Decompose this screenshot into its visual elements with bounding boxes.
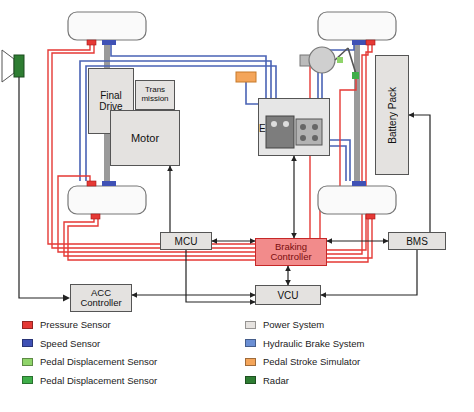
signal-connector [287,266,288,285]
motor-box: Motor [110,110,180,166]
signal-connector [409,115,430,232]
node-label: Final Drive [89,90,133,112]
legend-item: Pedal Displacement Sensor [22,356,157,367]
node-label: Battery Pack [387,87,398,144]
controller-box: MCU [160,232,212,250]
node-label: Motor [131,132,159,144]
legend-item: Pedal Stroke Simulator [245,356,360,367]
arrow-head [63,295,70,302]
brake-calipers [102,40,366,186]
wheels [68,12,396,214]
esp-box: ESP [258,98,330,156]
radar-signal-line [19,77,66,298]
controller-box: VCU [255,285,321,305]
legend-swatch [245,321,256,329]
battery-box: Battery Pack [375,55,409,175]
signal-connector [186,250,255,302]
legend-swatch [245,339,256,347]
node-label: Trans mission [136,86,174,104]
radar-cone [2,50,14,82]
hydraulic-lines [80,45,354,181]
node-label: VCU [277,290,298,301]
signal-connector [327,240,388,241]
right-axle [354,40,360,186]
legend-swatch [22,358,33,366]
controller-box: BMS [388,232,446,250]
pedal-stroke-simulator [236,72,256,82]
legend-text: Speed Sensor [40,338,100,349]
controller-box: ACC Controller [70,284,132,312]
legend-item: Pressure Sensor [22,319,111,330]
legend-text: Radar [263,375,289,386]
node-label: ACC Controller [71,288,131,309]
legend-text: Pedal Displacement Sensor [40,375,157,386]
legend-item: Power System [245,319,324,330]
legend-item: Hydraulic Brake System [245,338,364,349]
node-label: ESP [259,123,279,134]
legend-text: Power System [263,319,324,330]
node-label: Braking Controller [256,242,326,263]
pressure-sensors [87,40,375,219]
legend-text: Pedal Displacement Sensor [40,356,157,367]
signal-connector [293,156,294,238]
legend-swatch [22,339,33,347]
legend-text: Hydraulic Brake System [263,338,364,349]
node-label: BMS [406,236,428,247]
legend-swatch [245,358,256,366]
signal-connector [132,294,255,295]
legend-text: Pressure Sensor [40,319,111,330]
legend-swatch [22,376,33,384]
brake-booster [309,47,335,73]
legend-text: Pedal Stroke Simulator [263,356,360,367]
brake-pedal [335,48,356,74]
legend-swatch [22,321,33,329]
node-label: MCU [175,236,198,247]
signal-connector [212,240,255,241]
legend-item: Pedal Displacement Sensor [22,375,157,386]
signal-connector [169,166,170,232]
gear-box: Trans mission [135,80,175,110]
pedal-sensor [337,57,343,63]
legend-swatch [245,376,256,384]
signal-connector [321,250,417,295]
sensor-wires [48,45,372,262]
legend-item: Speed Sensor [22,338,100,349]
pedal-sensor [352,72,359,79]
radar-unit [14,55,24,77]
legend-item: Radar [245,375,289,386]
controller-box: Braking Controller [255,238,327,266]
